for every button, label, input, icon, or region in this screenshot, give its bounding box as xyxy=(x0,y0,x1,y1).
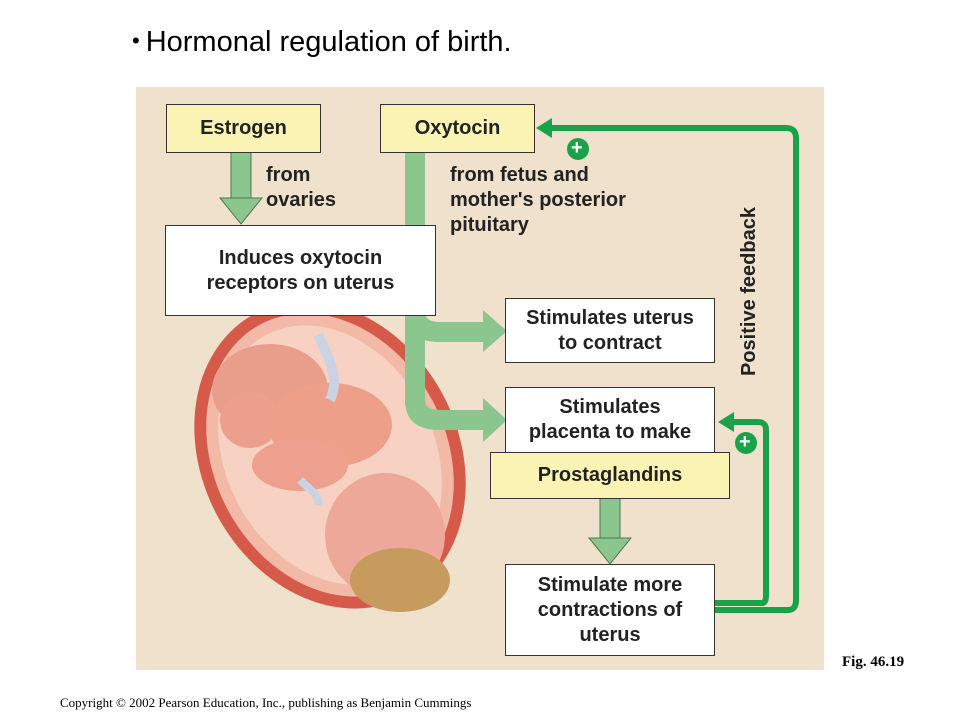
from-fetus-label: from fetus and mother's posterior pituit… xyxy=(450,164,626,236)
induces-receptors-box: Induces oxytocin receptors on uterus xyxy=(165,225,436,316)
estrogen-arrow xyxy=(218,151,264,225)
oxytocin-box: Oxytocin xyxy=(380,104,535,153)
title-bullet: • xyxy=(132,28,140,53)
prostaglandins-arrow xyxy=(587,497,633,565)
title-text: Hormonal regulation of birth. xyxy=(145,26,512,58)
copyright-notice: Copyright © 2002 Pearson Education, Inc.… xyxy=(60,695,472,710)
inner-feedback-loop xyxy=(714,412,769,606)
positive-feedback-label: Positive feedback xyxy=(738,207,760,376)
prostaglandins-box: Prostaglandins xyxy=(490,452,730,499)
slide-title: •Hormonal regulation of birth. xyxy=(132,26,512,59)
from-ovaries-label: from ovaries xyxy=(266,164,337,211)
stimulate-more-box: Stimulate more contractions of uterus xyxy=(505,564,715,656)
plus-icon xyxy=(567,138,589,160)
plus-icon xyxy=(735,432,757,454)
plus-sign-outer: + xyxy=(571,137,583,159)
stimulates-uterus-box: Stimulates uterus to contract xyxy=(505,298,715,363)
plus-sign-inner: + xyxy=(739,431,751,453)
figure-reference: Fig. 46.19 xyxy=(842,654,905,670)
fetus-illustration xyxy=(194,301,466,612)
estrogen-box: Estrogen xyxy=(166,104,321,153)
positive-feedback-loop xyxy=(536,118,799,613)
stimulates-placenta-box: Stimulates placenta to make xyxy=(505,387,715,453)
